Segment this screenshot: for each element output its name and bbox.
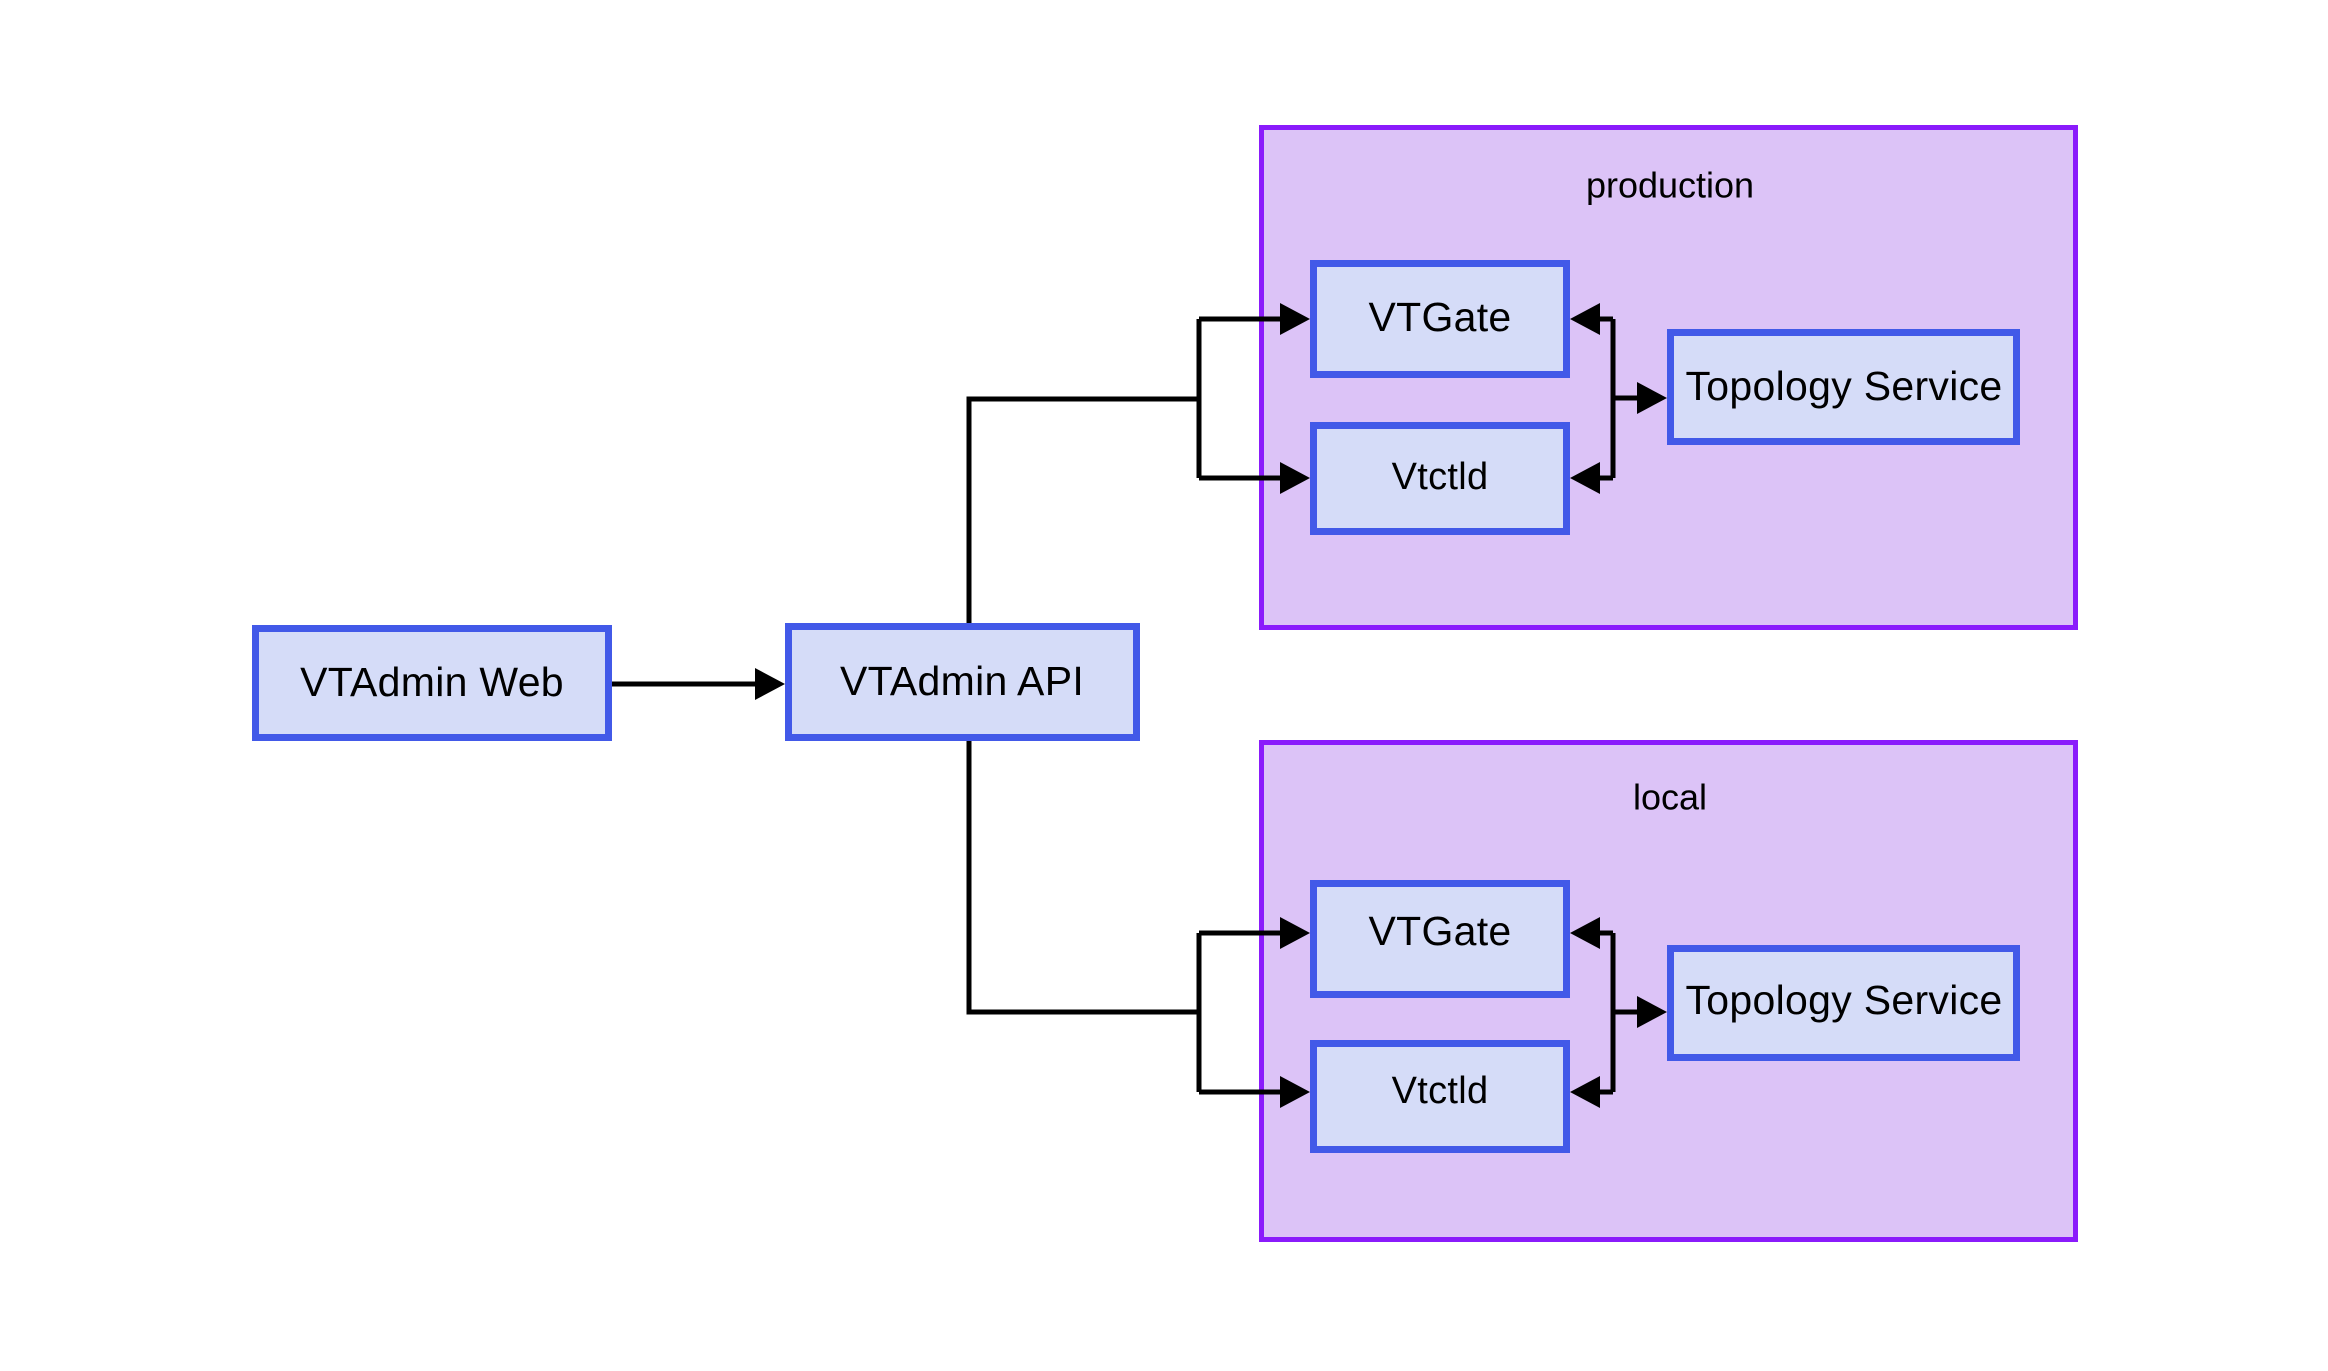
node-production-vtctld[interactable]: Vtctld bbox=[1310, 422, 1570, 535]
node-production-vtgate-box bbox=[1310, 260, 1570, 378]
arrowhead-web-to-api bbox=[755, 668, 785, 700]
node-production-topology-service[interactable]: Topology Service bbox=[1667, 329, 2020, 445]
node-local-vtctld[interactable]: Vtctld bbox=[1310, 1040, 1570, 1153]
node-production-vtgate-label: VTGate bbox=[1368, 294, 1511, 340]
cluster-local-label: local bbox=[1633, 777, 1707, 818]
edge-local-topology-bus bbox=[1570, 917, 1667, 1108]
arrowhead-api-to-production-vtgate bbox=[1280, 303, 1310, 335]
node-local-topology-service-label: Topology Service bbox=[1685, 977, 2002, 1023]
node-vtadmin-api-box bbox=[785, 623, 1140, 741]
node-local-vtgate[interactable]: VTGate bbox=[1310, 880, 1570, 998]
arrowhead-production-components-to-topology bbox=[1637, 382, 1667, 414]
node-vtadmin-api[interactable]: VTAdmin API bbox=[785, 623, 1140, 741]
node-production-topology-service-box bbox=[1667, 329, 2020, 445]
node-production-vtctld-label: Vtctld bbox=[1392, 456, 1489, 498]
node-production-vtgate[interactable]: VTGate bbox=[1310, 260, 1570, 378]
edge-production-topology-bus bbox=[1570, 303, 1667, 494]
arrowhead-api-to-production-vtctld bbox=[1280, 462, 1310, 494]
arrowhead-api-to-local-vtgate bbox=[1280, 917, 1310, 949]
node-production-topology-service-label: Topology Service bbox=[1685, 363, 2002, 409]
arrowhead-local-components-to-topology bbox=[1637, 996, 1667, 1028]
cluster-production-label: production bbox=[1586, 165, 1754, 206]
node-local-topology-service-box bbox=[1667, 945, 2020, 1061]
node-production-vtctld-box bbox=[1310, 422, 1570, 535]
node-local-vtctld-label: Vtctld bbox=[1392, 1070, 1489, 1112]
node-local-vtgate-label: VTGate bbox=[1368, 908, 1511, 954]
edge-api-to-local bbox=[966, 741, 1310, 1108]
node-local-topology-service[interactable]: Topology Service bbox=[1667, 945, 2020, 1061]
arrowhead-production-topology-to-vtgate bbox=[1570, 303, 1600, 335]
arrowhead-local-topology-to-vtgate bbox=[1570, 917, 1600, 949]
node-vtadmin-web[interactable]: VTAdmin Web bbox=[252, 625, 612, 741]
node-vtadmin-api-label: VTAdmin API bbox=[840, 658, 1084, 704]
arrowhead-local-topology-to-vtctld bbox=[1570, 1076, 1600, 1108]
arrowhead-api-to-local-vtctld bbox=[1280, 1076, 1310, 1108]
node-vtadmin-web-box bbox=[252, 625, 612, 741]
edge-web-to-api bbox=[612, 668, 785, 700]
node-vtadmin-web-label: VTAdmin Web bbox=[300, 659, 564, 705]
node-local-vtgate-box bbox=[1310, 880, 1570, 998]
arrowhead-production-topology-to-vtctld bbox=[1570, 462, 1600, 494]
edge-api-to-production bbox=[966, 303, 1310, 623]
node-local-vtctld-box bbox=[1310, 1040, 1570, 1153]
